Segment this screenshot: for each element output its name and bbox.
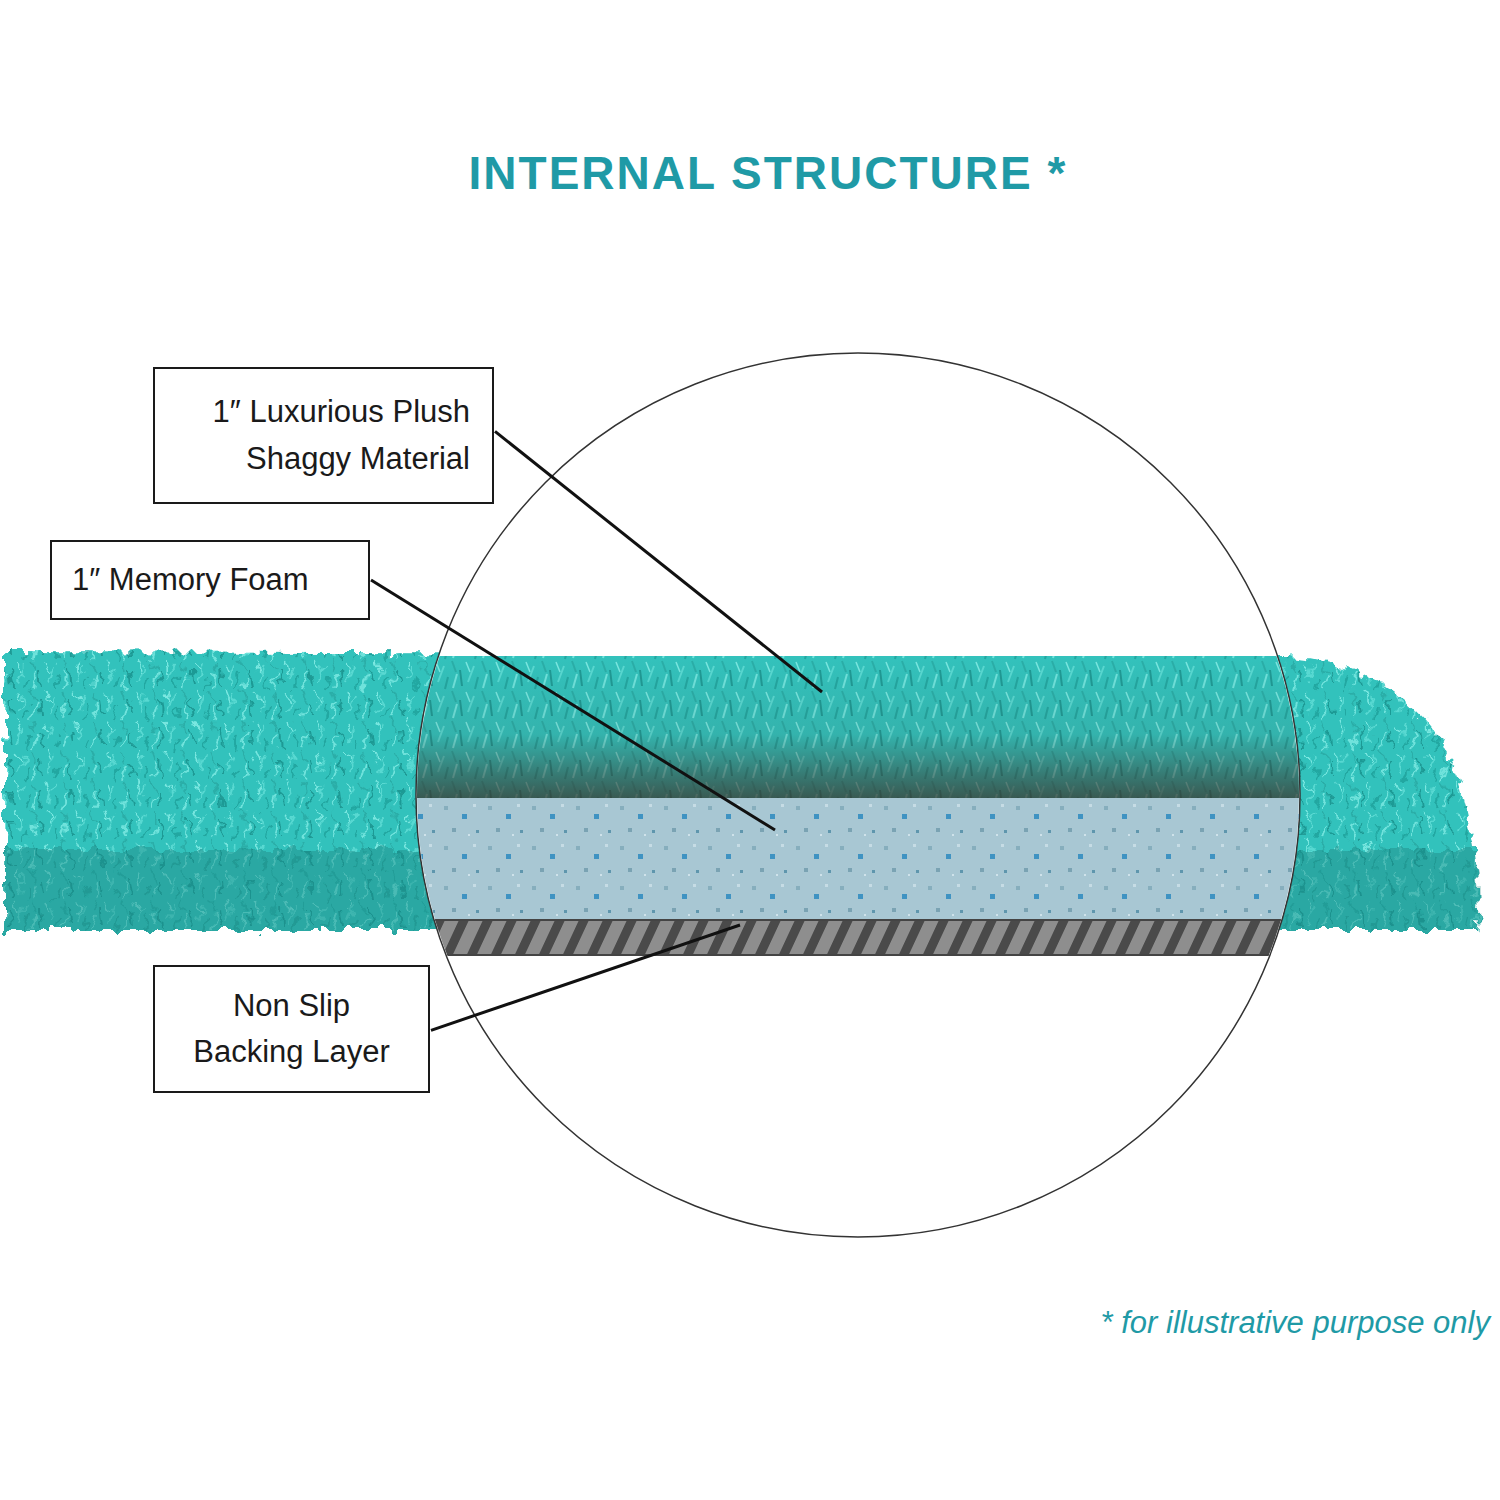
- backing-layer: [400, 920, 1320, 955]
- leader-line: [371, 580, 775, 830]
- footnote-caption: * for illustrative purpose only: [1101, 1305, 1490, 1341]
- foam-layer: [400, 798, 1320, 920]
- leader-line: [495, 431, 822, 692]
- shag-layer: [400, 656, 1320, 798]
- mat-shag: [5, 652, 1478, 930]
- callout-box: 1″ Memory Foam: [50, 540, 370, 620]
- cross-section: [400, 656, 1320, 955]
- mat-outside: [5, 652, 1479, 930]
- callout-box: 1″ Luxurious Plush Shaggy Material: [153, 367, 494, 504]
- callout-label: 1″ Luxurious Plush Shaggy Material: [177, 389, 470, 482]
- callout-box: Non Slip Backing Layer: [153, 965, 430, 1093]
- callout-label: 1″ Memory Foam: [72, 557, 348, 604]
- callout-label: Non Slip Backing Layer: [185, 983, 398, 1076]
- shag-roots: [400, 656, 1320, 798]
- diagram-title: INTERNAL STRUCTURE *: [268, 146, 1268, 200]
- leader-line: [431, 925, 740, 1030]
